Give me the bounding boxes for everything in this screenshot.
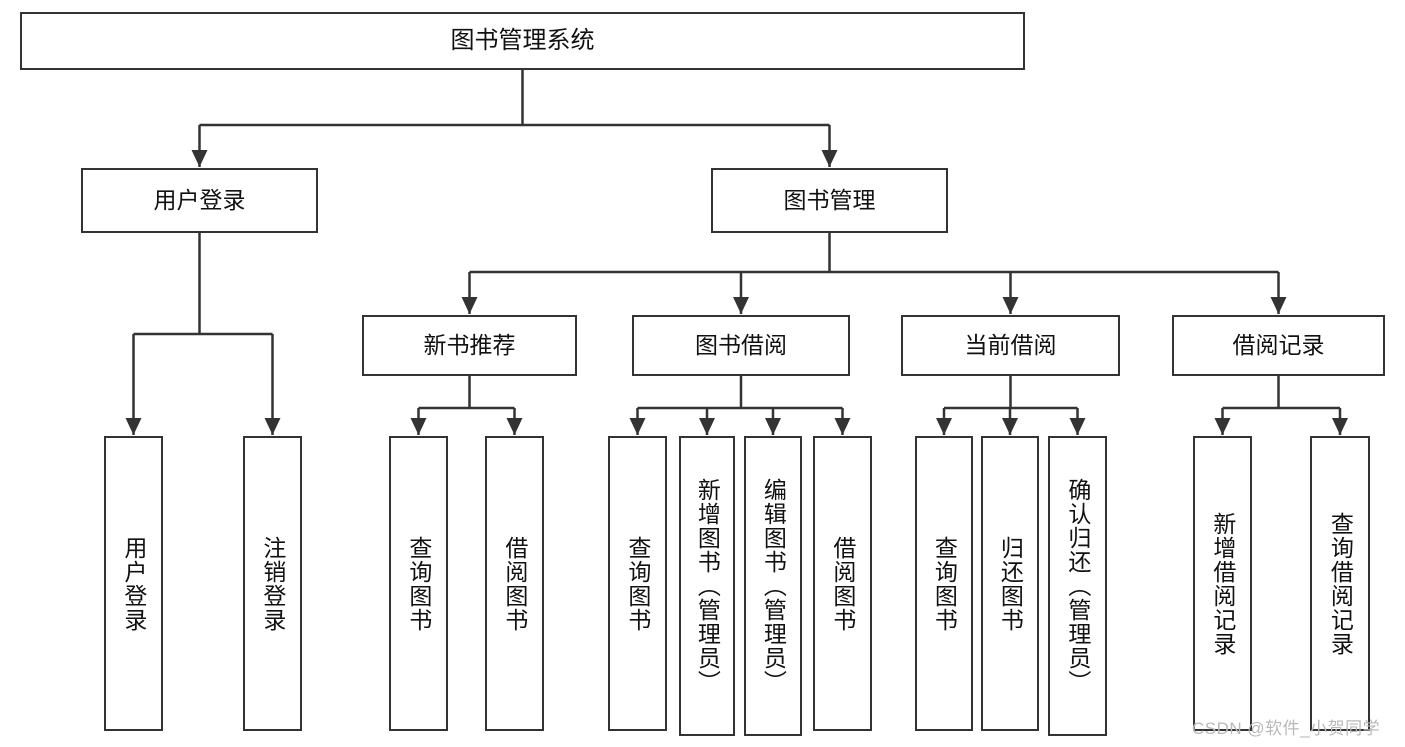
node-label: 查询图书 [405, 535, 432, 632]
edge-arrowhead [1069, 418, 1086, 435]
node-leaf-confirm-return[interactable]: 确认归还（管理员） [1048, 436, 1107, 736]
node-label: 借阅图书 [501, 535, 528, 632]
node-l1-book-mgmt[interactable]: 图书管理 [711, 168, 948, 233]
node-label: 编辑图书（管理员） [760, 478, 787, 694]
node-label: 图书管理系统 [450, 27, 595, 55]
node-label: 注销登录 [259, 535, 286, 632]
edge-arrowhead [506, 418, 523, 435]
edge-arrowhead [191, 150, 208, 167]
edge-arrowhead [699, 418, 715, 435]
edge-arrowhead [821, 150, 838, 167]
node-l2-borrow-record[interactable]: 借阅记录 [1172, 315, 1385, 376]
node-l2-current-borrow[interactable]: 当前借阅 [901, 315, 1120, 376]
node-leaf-user-login[interactable]: 用户登录 [104, 436, 163, 731]
node-label: 新增借阅记录 [1209, 511, 1236, 656]
node-leaf-add-book[interactable]: 新增图书（管理员） [679, 436, 735, 736]
edge-arrowhead [1214, 418, 1231, 435]
node-label: 用户登录 [153, 187, 246, 214]
node-label: 用户登录 [120, 535, 147, 632]
node-root[interactable]: 图书管理系统 [20, 12, 1025, 70]
node-label: 确认归还（管理员） [1064, 478, 1091, 694]
edge-arrowhead [1002, 418, 1018, 435]
edge-arrowhead [733, 297, 749, 314]
node-leaf-edit-book[interactable]: 编辑图书（管理员） [744, 436, 802, 736]
edge-arrowhead [1270, 297, 1287, 314]
node-leaf-borrow-book-rec[interactable]: 借阅图书 [485, 436, 544, 731]
node-label: 借阅图书 [829, 535, 856, 632]
node-label: 新增图书（管理员） [694, 478, 721, 694]
node-label: 图书管理 [783, 187, 876, 214]
node-label: 查询图书 [624, 535, 651, 632]
node-l2-book-borrow[interactable]: 图书借阅 [632, 315, 850, 376]
node-label: 当前借阅 [964, 332, 1057, 359]
node-label: 归还图书 [997, 535, 1024, 632]
edge-arrowhead [834, 418, 851, 435]
node-label: 新书推荐 [423, 332, 516, 359]
edge-arrowhead [629, 418, 646, 435]
node-leaf-query-book-c[interactable]: 查询图书 [915, 436, 973, 731]
edge-arrowhead [1002, 297, 1019, 314]
edge-arrowhead [264, 418, 281, 435]
node-leaf-query-book-rec[interactable]: 查询图书 [389, 436, 448, 731]
edge-arrowhead [1332, 418, 1348, 435]
node-leaf-return-book[interactable]: 归还图书 [981, 436, 1039, 731]
node-label: 借阅记录 [1232, 332, 1325, 359]
node-leaf-add-record[interactable]: 新增借阅记录 [1193, 436, 1252, 731]
edge-arrowhead [461, 297, 478, 314]
node-leaf-logout[interactable]: 注销登录 [243, 436, 302, 731]
node-leaf-borrow-book-b[interactable]: 借阅图书 [813, 436, 872, 731]
edge-arrowhead [765, 418, 781, 435]
edge-arrowhead [125, 418, 142, 435]
node-label: 查询图书 [931, 535, 958, 632]
node-leaf-query-book-b[interactable]: 查询图书 [608, 436, 667, 731]
node-label: 图书借阅 [695, 332, 787, 359]
edge-arrowhead [936, 418, 952, 435]
node-l2-new-book-rec[interactable]: 新书推荐 [362, 315, 577, 376]
watermark: CSDN @软件_小贺同学 [1192, 719, 1381, 738]
node-label: 查询借阅记录 [1327, 511, 1354, 656]
node-leaf-query-record[interactable]: 查询借阅记录 [1310, 436, 1370, 731]
edge-arrowhead [410, 418, 427, 435]
node-l1-user-login[interactable]: 用户登录 [81, 168, 318, 233]
